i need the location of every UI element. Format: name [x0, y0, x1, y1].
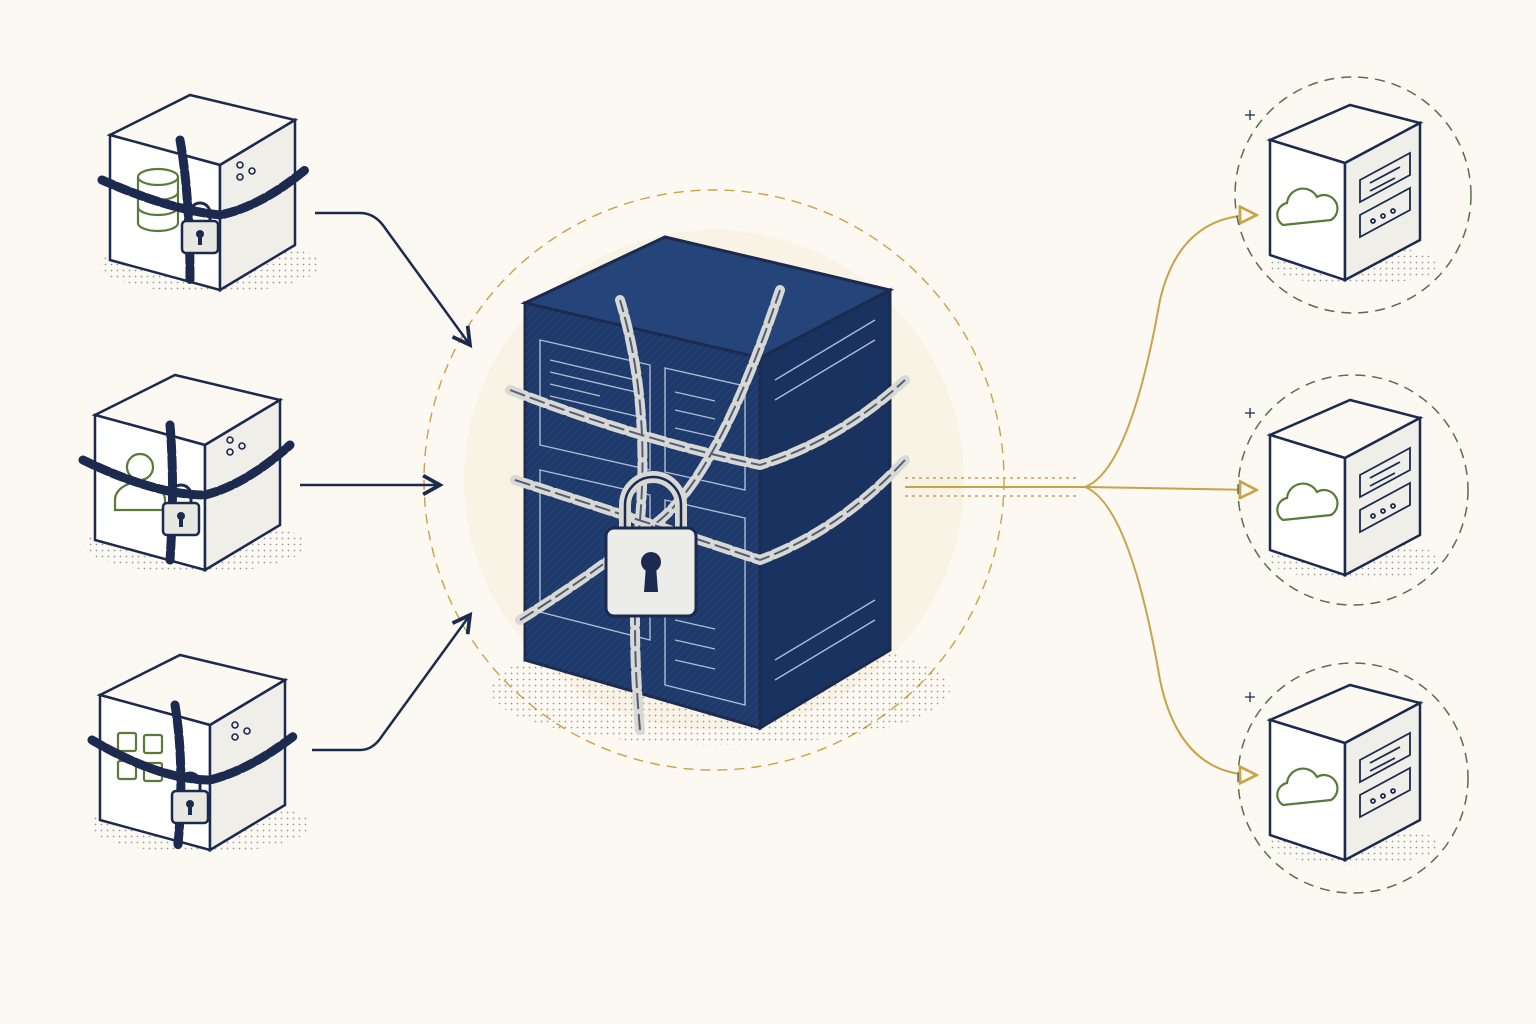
cloud-icon	[1276, 767, 1339, 807]
destination-cloud-server-3	[1237, 662, 1469, 894]
box-side	[1343, 415, 1422, 578]
server-chains-outline	[509, 289, 906, 731]
central-server	[490, 235, 950, 745]
cloud-icon	[1276, 187, 1339, 227]
branch-to-cloud-1	[1084, 215, 1255, 488]
destination-halo	[1237, 662, 1469, 894]
server-panel-icon	[1359, 151, 1411, 239]
wrapping-chain	[78, 440, 295, 500]
box-side	[203, 397, 282, 573]
outbound-flow	[905, 215, 1255, 775]
destination-cloud-server-2	[1237, 374, 1469, 606]
box-front	[1268, 138, 1347, 282]
source-box-user	[78, 373, 305, 573]
box-side	[1343, 120, 1422, 283]
small-padlock-icon	[180, 201, 220, 255]
server-side	[758, 287, 892, 731]
server-panel-icon	[1359, 731, 1411, 819]
side-panel-icon	[236, 161, 256, 181]
source-box-database	[97, 93, 320, 293]
arrow-database-to-hub	[315, 211, 470, 345]
destination-halo	[1234, 76, 1472, 314]
box-front	[1268, 718, 1347, 862]
cloud-icon	[1276, 482, 1339, 522]
destination-halo	[1237, 374, 1469, 606]
wrapping-chain	[87, 730, 300, 785]
trunk-line-dotted	[905, 477, 1080, 497]
destination-cloud-server-1	[1234, 76, 1472, 314]
side-panel-icon	[226, 436, 246, 456]
server-panel-icon	[1359, 446, 1411, 534]
sparkle-icons	[1245, 110, 1255, 702]
branch-to-cloud-3	[1084, 486, 1255, 775]
wrapping-chain	[97, 165, 310, 220]
arrow-apps-to-hub	[312, 615, 470, 752]
branch-to-cloud-2	[1084, 487, 1255, 490]
wrapping-chain-vertical	[170, 700, 186, 850]
wrapping-chain-vertical	[175, 135, 195, 285]
source-box-apps	[87, 653, 310, 853]
small-padlock-icon	[170, 771, 210, 825]
small-padlock-icon	[161, 483, 201, 537]
padlock-icon	[604, 471, 698, 618]
box-side	[1343, 700, 1422, 863]
side-panel-icon	[231, 721, 251, 741]
box-front	[1268, 433, 1347, 577]
